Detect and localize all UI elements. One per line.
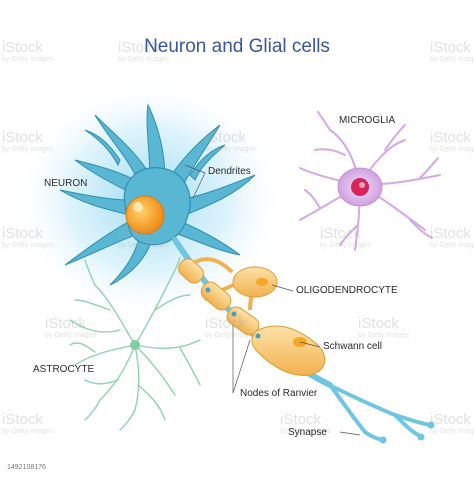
label-schwann-cell: Schwann cell: [323, 341, 382, 352]
label-oligodendrocyte: OLIGODENDROCYTE: [296, 285, 398, 296]
label-neuron: NEURON: [44, 178, 88, 189]
neuron-nucleus: [125, 195, 165, 235]
label-dendrites: Dendrites: [208, 166, 251, 177]
schwann-cell: [251, 325, 326, 376]
label-synapse: Synapse: [288, 427, 327, 438]
neuron-dendrites: [59, 103, 256, 286]
image-id: 1492108176: [4, 463, 49, 472]
nucleus-highlight: [133, 202, 143, 212]
label-astrocyte: ASTROCYTE: [33, 364, 95, 375]
astrocyte-body: [130, 340, 140, 350]
nodes-of-ranvier: [205, 287, 261, 339]
diagram-title: Neuron and Glial cells: [144, 36, 330, 57]
synapse-terminals: [379, 421, 435, 444]
astrocyte: [69, 257, 201, 431]
axon-terminals: [323, 381, 432, 442]
label-nodes-of-ranvier: Nodes of Ranvier: [240, 388, 318, 399]
microglia-nucleolus: [359, 182, 365, 188]
leader-lines: [184, 164, 361, 436]
label-microglia: MICROGLIA: [339, 115, 396, 126]
